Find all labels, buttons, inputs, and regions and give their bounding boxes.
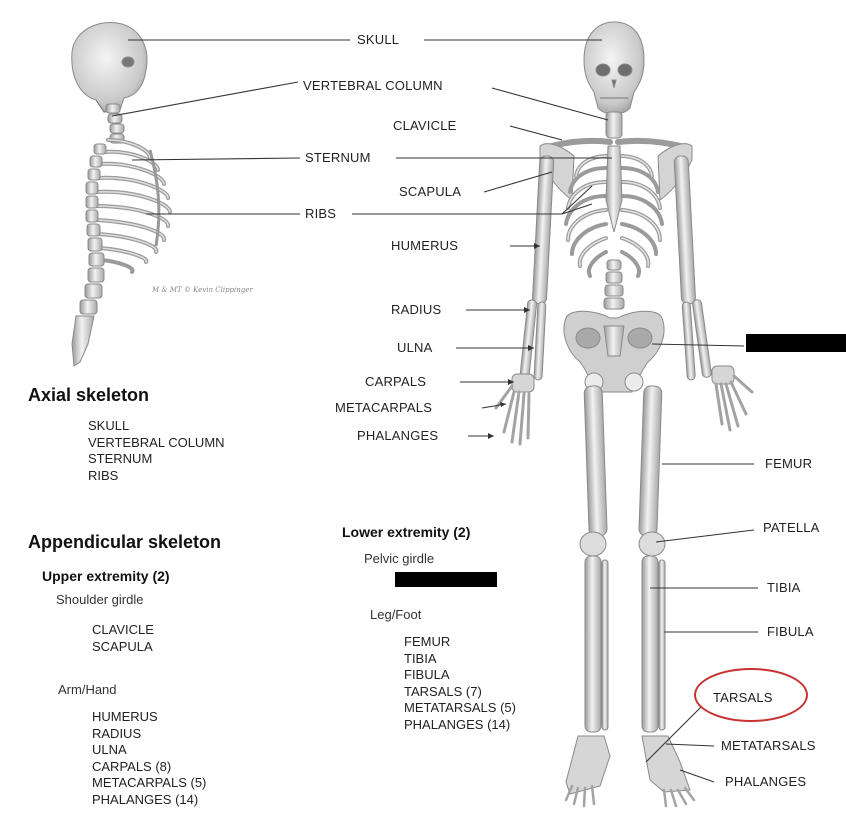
line-phalanges-foot (679, 769, 715, 783)
front-left-leg (564, 385, 611, 808)
shoulder-girdle-item: CLAVICLE (92, 622, 154, 637)
arrow-heads (488, 243, 540, 439)
line-clavicle (509, 125, 563, 141)
line-sternum-left (131, 157, 301, 161)
leg-foot-item: TARSALS (7) (404, 683, 482, 699)
label-patella: PATELLA (760, 520, 823, 536)
axial-item: RIBS (88, 467, 119, 483)
leg-foot-item: METATARSALS (5) (404, 700, 516, 715)
arm-hand-item: PHALANGES (14) (92, 791, 199, 807)
front-skull (583, 21, 645, 115)
side-view-skeleton (71, 22, 172, 367)
shoulder-girdle-list: CLAVICLE SCAPULA (92, 622, 154, 655)
arm-hand-item: ULNA (92, 742, 127, 757)
upper-extremity-heading: Upper extremity (2) (42, 568, 170, 584)
leg-foot-item: TIBIA (404, 650, 437, 666)
label-metatarsals: METATARSALS (718, 738, 819, 754)
lower-extremity-heading: Lower extremity (2) (342, 524, 471, 540)
line-scapula (483, 171, 553, 193)
axial-skeleton-heading: Axial skeleton (28, 385, 150, 405)
leg-foot-list: FEMUR TIBIA FIBULA TARSALS (7) METATARSA… (404, 634, 516, 733)
artist-signature: M & MT © Kevin Clippinger (152, 286, 253, 294)
front-right-arm (673, 155, 754, 432)
side-cervical-spine (105, 103, 125, 144)
leader-lines (111, 39, 758, 783)
label-phalanges-hand: PHALANGES (354, 428, 442, 444)
label-vertebral-column: VERTEBRAL COLUMN (300, 78, 446, 94)
line-patella (655, 529, 755, 543)
line-vertebral-right (491, 87, 609, 121)
side-spine (71, 143, 107, 367)
label-sternum: STERNUM (302, 150, 374, 166)
axial-list: SKULL VERTEBRAL COLUMN STERNUM RIBS (88, 418, 225, 484)
leg-foot-item: FEMUR (404, 634, 451, 649)
line-tarsals (645, 705, 703, 763)
label-metacarpals: METACARPALS (332, 400, 436, 416)
front-spine (603, 259, 625, 310)
redaction-bar-pelvis (746, 334, 846, 352)
arm-hand-item: HUMERUS (92, 709, 158, 724)
leg-foot-item: FIBULA (404, 667, 450, 682)
arm-hand-list: HUMERUS RADIUS ULNA CARPALS (8) METACARP… (92, 709, 206, 808)
line-metatarsals (665, 743, 715, 747)
label-carpals: CARPALS (362, 374, 430, 390)
arm-hand-label: Arm/Hand (58, 682, 117, 697)
label-ulna: ULNA (394, 340, 436, 356)
line-vertebral-left (111, 81, 299, 117)
front-right-leg (638, 385, 696, 808)
appendicular-skeleton-heading: Appendicular skeleton (28, 532, 222, 552)
label-clavicle: CLAVICLE (390, 118, 460, 134)
label-ribs: RIBS (302, 206, 340, 222)
label-phalanges-foot: PHALANGES (722, 774, 810, 790)
arm-hand-item: METACARPALS (5) (92, 775, 207, 790)
label-scapula: SCAPULA (396, 184, 465, 200)
leg-foot-label: Leg/Foot (370, 607, 422, 622)
axial-item: SKULL (88, 418, 130, 433)
arm-hand-item: RADIUS (92, 725, 142, 741)
line-pelvis (651, 343, 745, 347)
label-fibula: FIBULA (764, 624, 817, 640)
axial-item: STERNUM (88, 451, 153, 466)
red-annotation-circle (694, 668, 808, 722)
arm-hand-item: CARPALS (8) (92, 758, 172, 774)
shoulder-girdle-item: SCAPULA (92, 638, 153, 654)
label-humerus: HUMERUS (388, 238, 462, 254)
front-left-arm (494, 155, 555, 446)
pelvic-girdle-label: Pelvic girdle (364, 551, 435, 566)
label-radius: RADIUS (388, 302, 445, 318)
label-femur: FEMUR (762, 456, 816, 472)
shoulder-girdle-label: Shoulder girdle (56, 592, 144, 607)
redaction-bar-pelvic-girdle (395, 572, 497, 587)
side-skull (71, 22, 148, 113)
axial-item: VERTEBRAL COLUMN (88, 434, 225, 450)
label-skull: SKULL (354, 32, 403, 48)
leg-foot-item: PHALANGES (14) (404, 716, 511, 732)
label-tibia: TIBIA (764, 580, 804, 596)
front-view-skeleton (494, 21, 754, 808)
